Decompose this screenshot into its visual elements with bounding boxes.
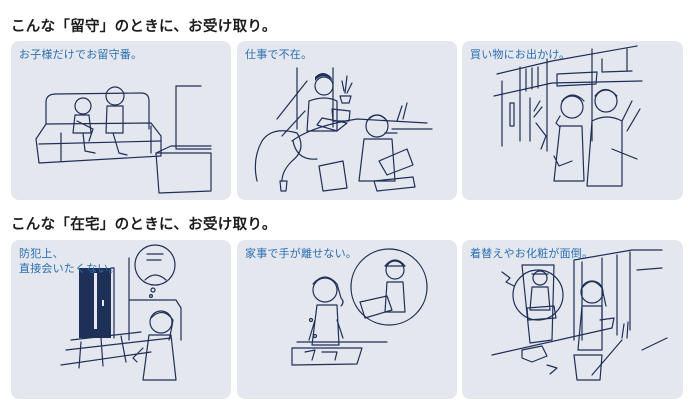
section-heading-at-home: こんな「在宅」のときに、お受け取り。 xyxy=(11,217,277,233)
panel-caption: 着替えやお化粧が面倒。 xyxy=(470,247,594,260)
couple-shopping-illustration xyxy=(493,45,643,187)
woman-washing-dishes-illustration xyxy=(291,248,428,366)
panel-away-at-work: 仕事で不在。 xyxy=(237,41,457,200)
woman-avoiding-door-illustration xyxy=(60,244,182,381)
woman-at-vanity-illustration xyxy=(491,249,668,381)
panel-dressing-makeup-hassle: 着替えやお化粧が面倒。 xyxy=(462,240,683,399)
panel-caption: 家事で手が離せない。 xyxy=(245,247,357,260)
panel-caption: 防犯上、 直接会いたくない。 xyxy=(19,247,120,275)
children-on-sofa-illustration xyxy=(35,85,212,194)
section-heading-absent: こんな「留守」のときに、お受け取り。 xyxy=(11,19,277,35)
panel-caption: 買い物にお出かけ。 xyxy=(470,48,571,61)
panel-busy-with-housework: 家事で手が離せない。 xyxy=(237,240,457,399)
office-workers-illustration xyxy=(254,67,433,192)
panel-children-home-alone: お子様だけでお留守番。 xyxy=(11,41,231,200)
panel-out-shopping: 買い物にお出かけ。 xyxy=(462,41,683,200)
panel-caption: お子様だけでお留守番。 xyxy=(19,48,143,61)
panel-security-avoid-contact: 防犯上、 直接会いたくない。 xyxy=(11,240,231,399)
panel-caption: 仕事で不在。 xyxy=(245,48,313,61)
